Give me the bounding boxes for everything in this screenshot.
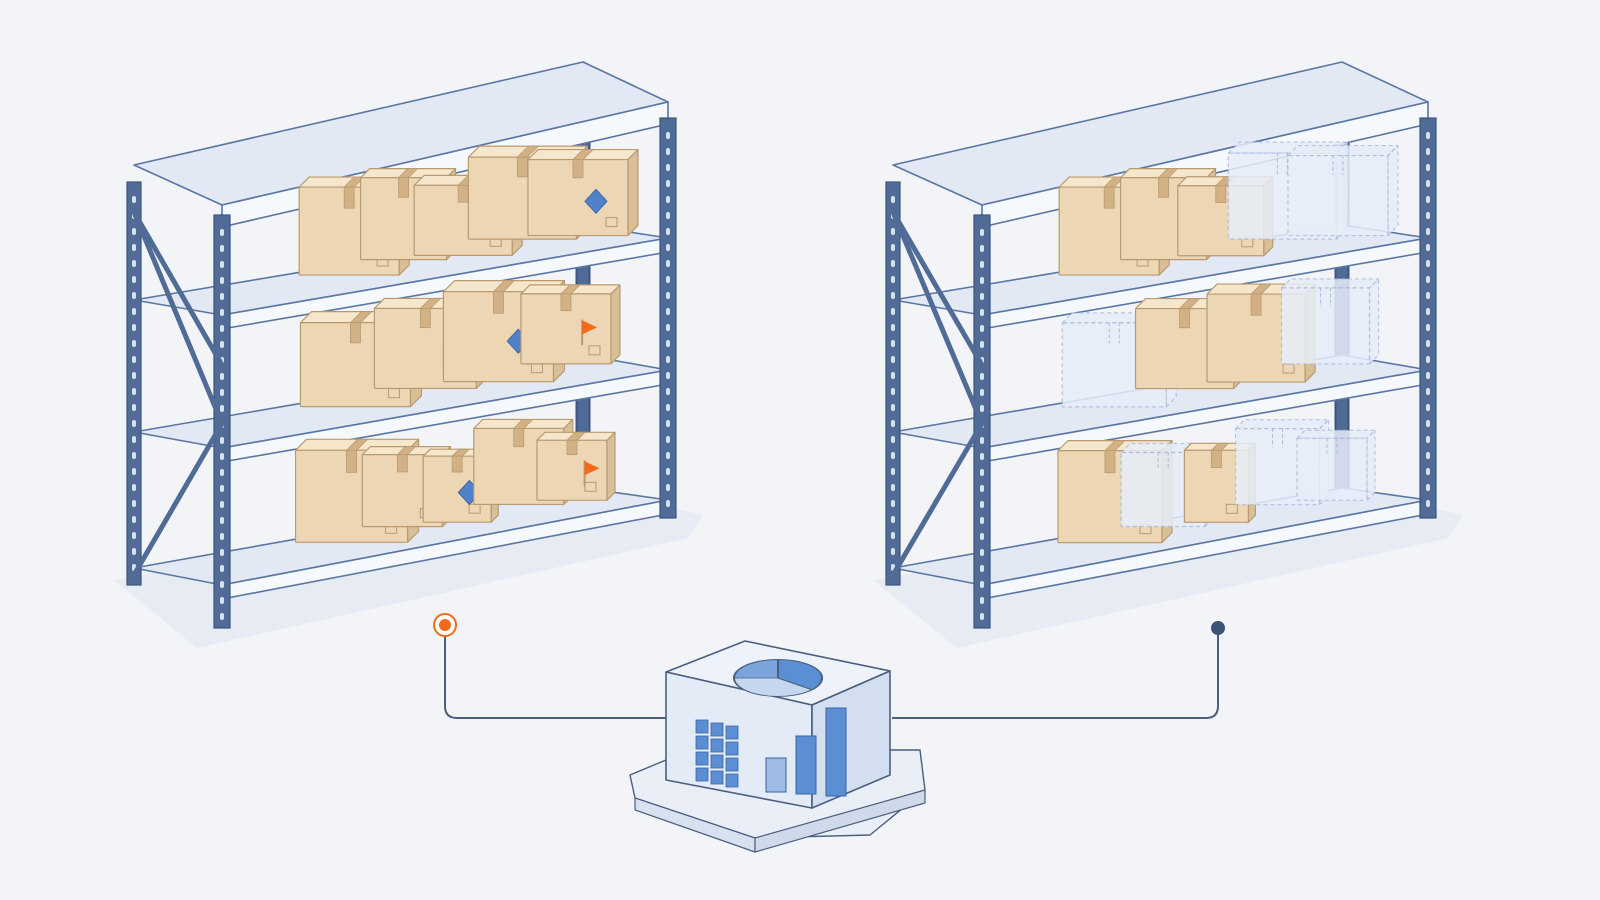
empty-box-slot — [1287, 144, 1399, 237]
front-right-post — [659, 117, 677, 519]
bar — [825, 707, 847, 797]
box-label — [1225, 503, 1238, 514]
diamond-icon — [584, 188, 608, 214]
bar — [765, 757, 787, 793]
cardboard-box — [536, 431, 616, 501]
analytics-hub — [629, 640, 926, 853]
cross-brace — [131, 421, 225, 578]
box-label — [1282, 363, 1295, 374]
bar — [795, 735, 817, 795]
flag-icon — [583, 460, 600, 487]
shelf-row — [294, 418, 616, 543]
empty-box-slot — [1296, 429, 1376, 501]
cross-brace — [890, 421, 985, 578]
cross-brace — [131, 209, 225, 368]
box-label — [584, 481, 597, 492]
connector-right — [892, 628, 1219, 719]
shelf-row — [1058, 141, 1399, 276]
box-label — [605, 217, 618, 228]
pie-chart-icon — [732, 659, 823, 697]
grid-icon — [695, 719, 739, 788]
shelf-row — [1061, 278, 1380, 408]
connector-dot-right — [1211, 621, 1225, 635]
connector-left — [444, 625, 672, 719]
box-label — [588, 345, 601, 356]
shelf-row — [1057, 419, 1376, 544]
cardboard-box — [527, 148, 639, 237]
side-frame — [885, 181, 985, 586]
connector-dot-left-core — [439, 619, 451, 631]
shelf-row — [298, 145, 639, 276]
flag-icon — [581, 319, 598, 346]
empty-box-slot — [1280, 278, 1380, 365]
connector-lines — [433, 613, 1225, 719]
side-frame — [126, 181, 225, 586]
cross-brace — [131, 209, 225, 426]
cardboard-box — [520, 284, 621, 365]
bar-chart-icon — [765, 707, 847, 797]
stocked-shelf — [126, 61, 677, 629]
partial-shelf — [885, 61, 1437, 629]
shelving-units — [126, 61, 1437, 629]
cross-brace — [890, 209, 985, 426]
cross-brace — [890, 209, 985, 368]
shelf-row — [299, 280, 621, 408]
front-right-post — [1419, 117, 1437, 519]
